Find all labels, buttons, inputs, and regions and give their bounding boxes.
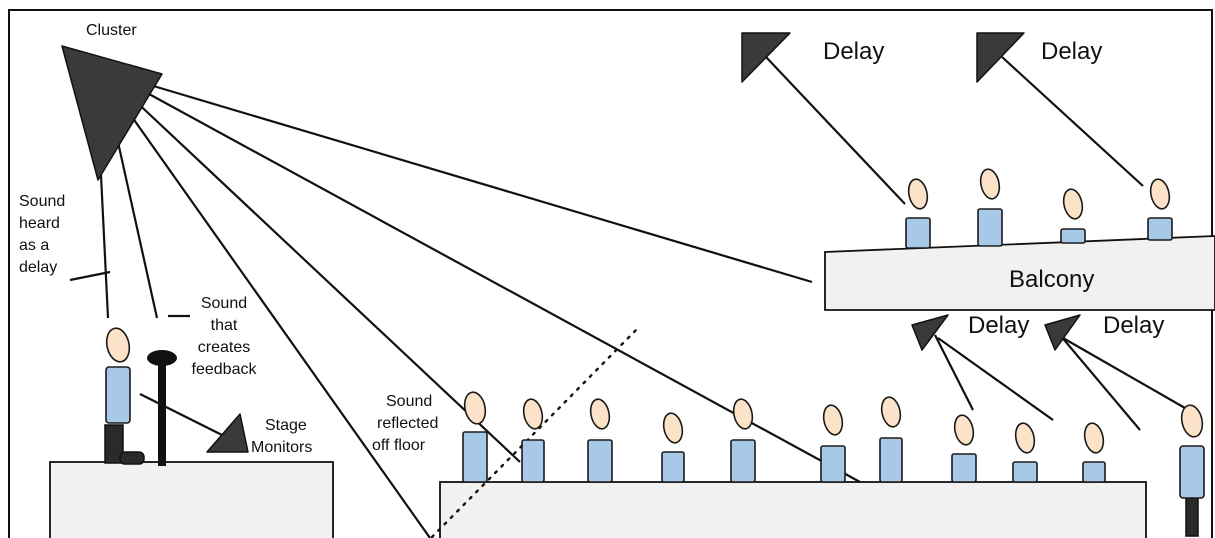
delay-speaker-top-right-icon [976,32,1025,83]
delay-label-top-left: Delay [823,38,884,65]
floor-platform [439,481,1147,538]
svg-text:Monitors: Monitors [251,439,312,456]
svg-text:as a: as a [19,237,49,254]
monitor-feed-line [139,393,233,441]
balcony-label: Balcony [1009,266,1094,293]
sound-reflected-label: Sound reflected off floor [372,393,438,454]
svg-text:Sound: Sound [201,295,247,312]
sound-heard-as-delay-label: Sound heard as a delay [19,193,65,276]
stage-monitors-label: Stage Monitors [251,417,312,456]
svg-text:feedback: feedback [192,361,258,378]
svg-text:delay: delay [19,259,57,276]
floor-audience [462,391,1106,483]
delay-speaker-under-right-icon [1044,314,1081,351]
svg-text:that: that [211,317,238,334]
svg-text:creates: creates [198,339,250,356]
microphone-icon [147,350,177,466]
svg-text:Sound: Sound [19,193,65,210]
delay-line-top-right [1001,56,1144,187]
svg-text:reflected: reflected [377,415,438,432]
balcony-audience [905,168,1173,249]
stage-monitor-speaker-icon [206,413,249,453]
cluster-label: Cluster [86,22,137,39]
delay-label-top-right: Delay [1041,38,1102,65]
delay-line-top-left [765,56,906,205]
svg-text:Stage: Stage [265,417,307,434]
svg-text:Sound: Sound [386,393,432,410]
stage-performer [104,327,145,465]
reflected-sound-dotted-line [430,328,638,538]
sound-feedback-label: Sound that creates feedback [192,295,258,378]
delay-speaker-top-left-icon [741,32,791,83]
svg-text:off floor: off floor [372,437,426,454]
leader-line-delay [69,270,111,282]
cluster-speaker-icon [61,45,163,181]
stage-platform [49,461,334,538]
delay-label-under-right: Delay [1103,312,1164,339]
delay-label-under-left: Delay [968,312,1029,339]
delay-lines-under-balcony [934,334,1186,431]
standing-person [1179,404,1205,537]
delay-speaker-under-left-icon [911,314,949,351]
svg-text:heard: heard [19,215,60,232]
